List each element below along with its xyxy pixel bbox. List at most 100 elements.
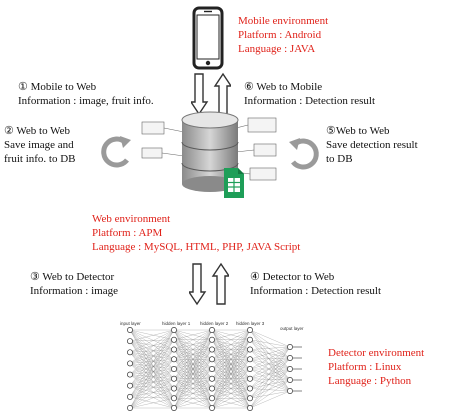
nn-neuron [127,382,133,389]
nn-connection [249,346,291,379]
nn-neuron [247,336,253,343]
nn-connection [249,359,291,370]
nn-connection [173,329,213,350]
nn-connection [129,359,175,364]
nn-connection [129,368,175,397]
nn-connection [129,378,175,397]
nn-connection [129,341,175,370]
nn-connection [129,359,175,409]
nn-connection [249,357,291,379]
nn-connection [249,339,291,359]
nn-neuron [171,366,177,372]
detector-env-language: Language : Python [328,375,412,387]
nn-connection [129,374,175,379]
nn-neuron [209,356,215,363]
nn-connection [249,349,291,359]
nn-neuron [287,355,293,361]
web-env-platform: Platform : APM [92,227,163,239]
nn-neuron [287,344,293,350]
nn-connection [211,378,251,409]
nn-connection [249,329,291,381]
step3-info: Information : image [30,285,118,297]
database-icon [140,108,280,204]
nn-connection [173,388,213,409]
neural-network-diagram: input layer hidden layer 1 hidden layer … [112,316,312,412]
nn-connection [129,341,175,389]
web-env-title: Web environment [92,213,171,225]
mobile-env-language: Language : JAVA [238,43,316,55]
step4-title: ④ Detector to Web [250,271,335,283]
nn-neuron [127,393,133,400]
nn-connection [129,378,175,409]
nn-connection [249,346,291,360]
nn-connection [249,329,291,370]
nn-neuron [209,375,215,382]
nn-neuron [247,405,253,411]
nn-neuron [247,395,253,402]
nn-connection [173,368,213,409]
nn-connection [249,339,291,348]
nn-connection [211,398,251,409]
nn-connection [249,329,291,359]
step1-title: ① Mobile to Web [18,81,97,93]
step4-info: Information : Detection result [250,285,382,297]
nn-connection [211,329,251,340]
nn-connection [249,368,291,379]
nn-neuron [247,356,253,363]
nn-connection [249,357,291,399]
nn-connection [249,390,291,409]
nn-connection [249,357,291,360]
nn-connection [211,329,251,389]
nn-connection [249,359,291,381]
nn-neuron [171,336,177,343]
nn-connection [129,359,175,386]
nn-connection [129,374,175,399]
nn-connection [249,368,291,409]
nn-connection [211,388,251,409]
spreadsheet-icon [224,168,244,198]
nn-hidden1-label: hidden layer 1 [162,321,191,326]
detector-env-platform: Platform : Linux [328,361,402,373]
nn-hidden2-label: hidden layer 2 [200,321,229,326]
nn-connection [129,341,175,379]
nn-connection [129,374,175,409]
nn-neuron [247,375,253,382]
step5-line3: to DB [326,153,353,165]
nn-connection [249,339,291,392]
nn-connection [173,378,213,409]
nn-connection [129,329,175,364]
nn-connection [249,346,291,399]
nn-neuron [287,377,293,383]
nn-connection [129,349,175,386]
nn-connection [129,363,175,389]
nn-connection [129,363,175,370]
nn-neuron [209,405,215,411]
nn-connection [249,346,291,350]
step2-title: ② Web to Web [4,125,71,137]
nn-connection [249,339,291,381]
nn-connection [129,374,175,389]
nn-connection [211,359,251,409]
nn-connection [129,349,175,353]
nn-connection [129,329,175,370]
nn-neuron [171,327,177,333]
nn-neuron [209,366,215,372]
nn-connection [129,352,175,379]
nn-connection [173,339,213,409]
step5-title: ⑤Web to Web [326,125,390,137]
step2-line2: Save image and [4,139,74,151]
nn-neuron [171,375,177,382]
nn-neuron [209,346,215,353]
nn-connection [249,329,291,392]
nn-neuron [247,366,253,372]
nn-connection [129,349,175,375]
nn-connection [129,349,175,397]
nn-neuron [127,327,133,333]
nn-connection [129,388,175,397]
nn-connection [249,346,291,389]
nn-connection [129,363,175,399]
nn-neuron [171,395,177,402]
nn-neuron [247,327,253,333]
nn-connection [129,329,175,389]
nn-connection [173,329,213,389]
